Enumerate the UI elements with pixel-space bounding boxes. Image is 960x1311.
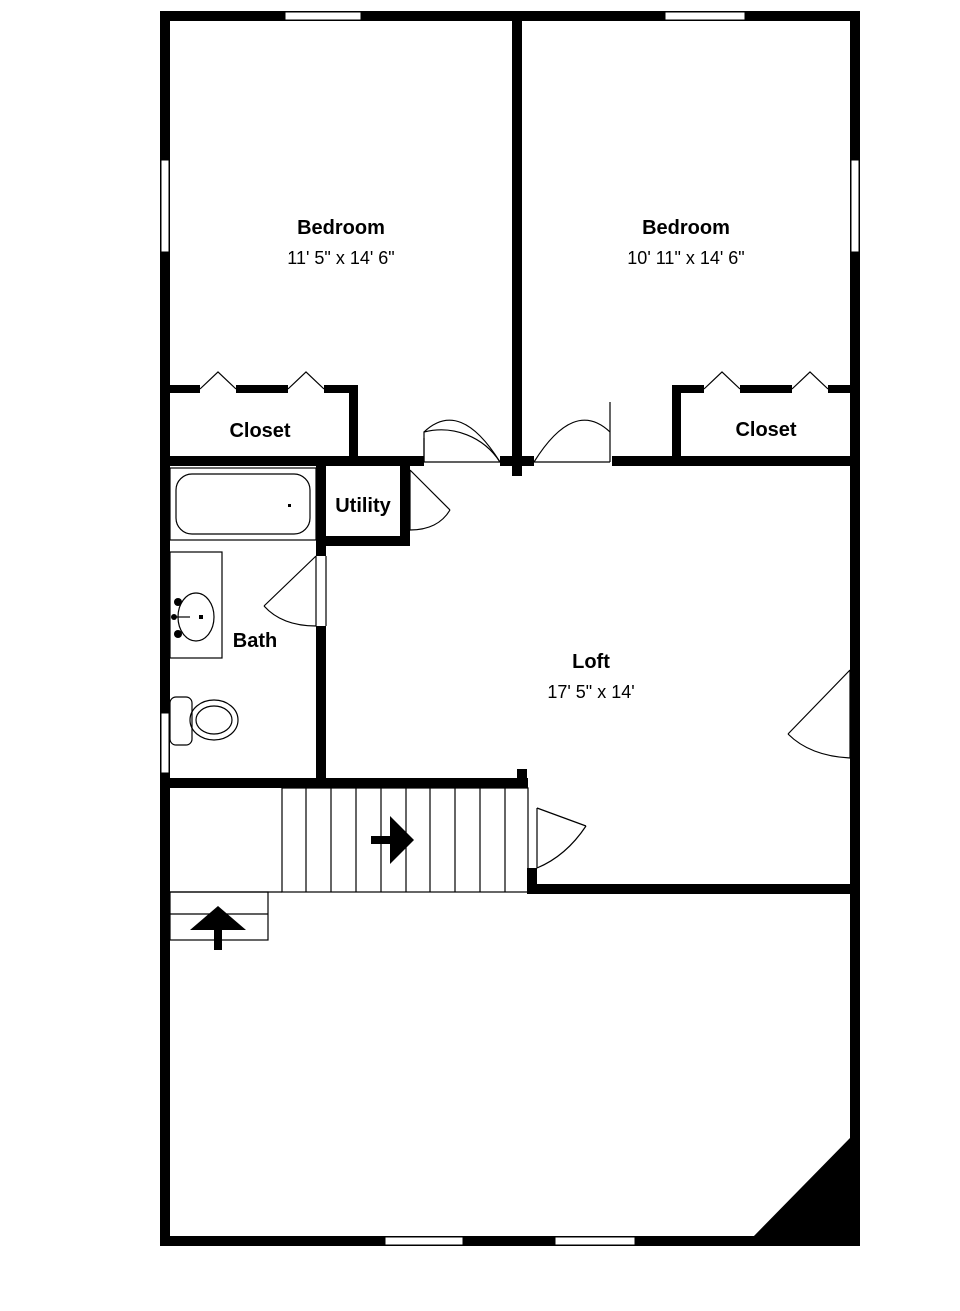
bedroom1-dims: 11' 5" x 14' 6" — [287, 248, 394, 268]
bedroom2-name: Bedroom — [642, 217, 730, 239]
window-icon — [284, 11, 362, 21]
window-icon — [160, 712, 170, 774]
door-swing-icon — [533, 402, 611, 463]
closet2-name: Closet — [735, 419, 796, 441]
bedroom1-name: Bedroom — [297, 217, 385, 239]
stair-arrow-icon — [190, 906, 246, 950]
closet-doors — [199, 371, 829, 390]
window-icon — [850, 159, 860, 253]
door-swing-icon — [263, 555, 327, 627]
loft-name: Loft — [572, 651, 610, 673]
window-icon — [554, 1236, 636, 1246]
corner-fill — [752, 1138, 850, 1238]
window-icon — [664, 11, 746, 21]
sink-icon — [169, 551, 223, 659]
exterior-walls — [160, 11, 860, 1246]
stair-arrow-icon — [371, 816, 414, 864]
bedroom2-dims: 10' 11" x 14' 6" — [627, 248, 744, 268]
doors — [263, 402, 851, 869]
closet1-name: Closet — [229, 420, 290, 442]
stairs — [169, 787, 529, 941]
window-icon — [160, 159, 170, 253]
interior-walls — [160, 11, 860, 894]
door-swing-icon — [423, 419, 501, 463]
door-swing-icon — [536, 807, 587, 869]
toilet-icon — [169, 696, 239, 746]
window-icon — [384, 1236, 464, 1246]
door-swing-icon — [409, 469, 451, 531]
bathtub-icon — [169, 467, 317, 541]
bath-name: Bath — [233, 630, 277, 652]
door-swing-icon — [787, 669, 851, 759]
loft-dims: 17' 5" x 14' — [547, 682, 634, 702]
windows — [160, 11, 860, 1246]
utility-name: Utility — [335, 495, 391, 517]
